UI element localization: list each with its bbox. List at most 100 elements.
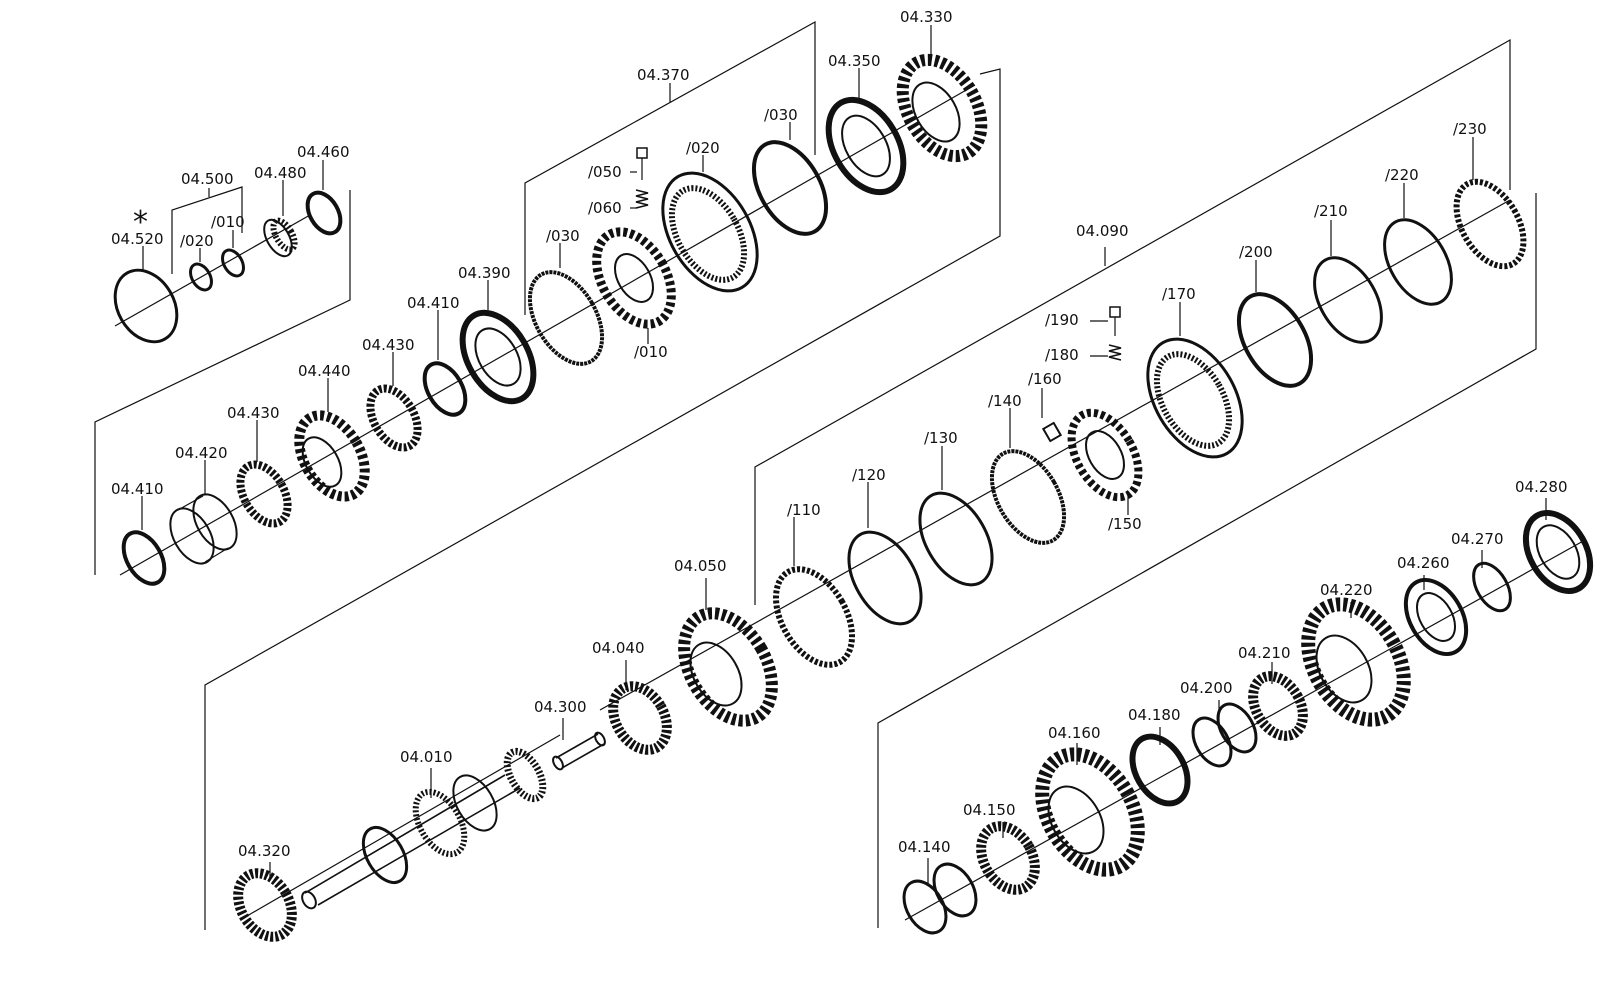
frame-04090 — [754, 38, 1511, 605]
label-04390: 04.390 — [458, 264, 511, 282]
part-04370-060-spring — [635, 189, 649, 209]
part-04090-140-ring — [989, 449, 1067, 545]
part-labels: * 04.520 04.500 /020 /010 04.480 04.460 … — [111, 8, 1568, 860]
label-04440: 04.440 — [298, 362, 351, 380]
part-04050-gear — [678, 607, 778, 727]
label-04370-010: /010 — [634, 343, 668, 361]
part-04420-sleeve — [169, 493, 238, 565]
part-04370-030-ring-lower — [527, 270, 605, 366]
part-04410-ring-lower — [121, 530, 167, 586]
part-04090-180-spring — [1108, 344, 1122, 361]
label-04370-030-lower: /030 — [546, 227, 580, 245]
axis-lines — [114, 84, 1586, 921]
label-04090-170: /170 — [1162, 285, 1196, 303]
part-04090-230-ring — [1453, 178, 1527, 270]
label-04090-200: /200 — [1239, 243, 1273, 261]
label-04090-140: /140 — [988, 392, 1022, 410]
leader-lines — [141, 25, 1547, 885]
label-04370-050: /050 — [588, 163, 622, 181]
frame-04500 — [171, 186, 243, 274]
part-04410-ring-upper — [422, 361, 468, 417]
label-04370-030-upper: /030 — [764, 106, 798, 124]
part-04270-circlip — [1472, 561, 1512, 613]
part-04150-needle-bearing — [976, 821, 1040, 895]
label-04090-150: /150 — [1108, 515, 1142, 533]
part-04200-sleeve — [1191, 702, 1258, 768]
part-04040-needle-bearing — [608, 681, 672, 755]
part-04370-020-sliding-sleeve — [661, 171, 759, 293]
frame-lower-right — [877, 193, 1537, 928]
label-04090-180: /180 — [1045, 346, 1079, 364]
label-04410-upper: 04.410 — [407, 294, 460, 312]
part-04500-020-washer — [189, 262, 213, 292]
label-04150: 04.150 — [963, 801, 1016, 819]
part-04460-ring — [305, 190, 343, 236]
label-04480: 04.480 — [254, 164, 307, 182]
label-04370-060: /060 — [588, 199, 622, 217]
label-04420: 04.420 — [175, 444, 228, 462]
part-04520-circlip — [113, 268, 179, 344]
part-04010-mainshaft — [301, 747, 547, 910]
label-04090-230: /230 — [1453, 120, 1487, 138]
part-04440-gear — [294, 410, 370, 502]
part-04090-160-block — [1041, 421, 1063, 443]
label-04300: 04.300 — [534, 698, 587, 716]
label-04210: 04.210 — [1238, 644, 1291, 662]
part-04090-110-ring — [773, 566, 855, 668]
label-04370: 04.370 — [637, 66, 690, 84]
part-04090-150-hub — [1067, 408, 1143, 502]
label-04160: 04.160 — [1048, 724, 1101, 742]
label-04200: 04.200 — [1180, 679, 1233, 697]
part-04430-needle-bearing-lower — [236, 460, 292, 528]
label-04430-upper: 04.430 — [362, 336, 415, 354]
part-04370-050-pin — [636, 147, 648, 180]
part-04140-sleeve — [902, 862, 978, 935]
label-04090-160: /160 — [1028, 370, 1062, 388]
part-04090-130-ring — [918, 491, 994, 587]
label-04220: 04.220 — [1320, 581, 1373, 599]
label-04090-120: /120 — [852, 466, 886, 484]
frame-middle — [204, 68, 1001, 930]
part-04160-gear — [1035, 747, 1145, 877]
part-04320-needle-bearing — [233, 868, 297, 942]
label-04410-lower: 04.410 — [111, 480, 164, 498]
label-04040: 04.040 — [592, 639, 645, 657]
label-04370-020: /020 — [686, 139, 720, 157]
part-04090-210-ring — [1313, 256, 1383, 344]
label-04280: 04.280 — [1515, 478, 1568, 496]
label-04330: 04.330 — [900, 8, 953, 26]
label-04090-110: /110 — [787, 501, 821, 519]
label-04180: 04.180 — [1128, 706, 1181, 724]
part-04350-synchro-ring — [825, 96, 907, 196]
part-04500-010-washer — [221, 248, 245, 278]
label-04050: 04.050 — [674, 557, 727, 575]
label-04460: 04.460 — [297, 143, 350, 161]
marker-asterisk: * — [133, 205, 148, 240]
part-04180-synchro-ring — [1129, 733, 1191, 807]
part-04090-120-ring — [847, 530, 923, 626]
label-04350: 04.350 — [828, 52, 881, 70]
parts — [113, 53, 1594, 942]
label-04010: 04.010 — [400, 748, 453, 766]
part-04370-030-ring-upper — [751, 140, 829, 236]
part-04430-needle-bearing-upper — [366, 384, 422, 452]
part-04090-200-ring — [1236, 292, 1314, 388]
label-04140: 04.140 — [898, 838, 951, 856]
label-04500-010: /010 — [211, 213, 245, 231]
part-04390-synchro-ring — [459, 309, 537, 405]
part-04280-seal — [1522, 510, 1594, 594]
label-04090-190: /190 — [1045, 311, 1079, 329]
part-04330-gear — [896, 53, 988, 163]
label-04090-130: /130 — [924, 429, 958, 447]
part-04260-bearing — [1403, 578, 1469, 656]
part-04090-220-ring — [1383, 218, 1453, 306]
label-04500-020: /020 — [180, 232, 214, 250]
label-04090: 04.090 — [1076, 222, 1129, 240]
part-04370-010-hub — [592, 227, 676, 329]
part-04220-gear — [1301, 597, 1411, 727]
label-04520: 04.520 — [111, 230, 164, 248]
part-04090-190-pin — [1109, 306, 1121, 336]
label-04260: 04.260 — [1397, 554, 1450, 572]
part-04210-needle-bearing — [1248, 671, 1308, 741]
